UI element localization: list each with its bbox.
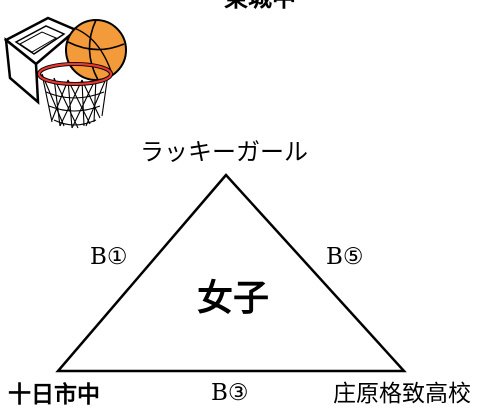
match-right-label: B⑤ bbox=[326, 244, 364, 270]
hoop-rim bbox=[37, 62, 113, 86]
hoop-net bbox=[41, 73, 109, 129]
team-bottom-right-label: 庄原格致高校 bbox=[333, 381, 471, 407]
match-bottom-label: B③ bbox=[211, 380, 249, 406]
team-bottom-left-label: 十日市中 bbox=[8, 381, 100, 408]
school-title: 東城中 bbox=[224, 0, 296, 10]
team-top-label: ラッキーガール bbox=[140, 138, 308, 166]
match-left-label: B① bbox=[90, 244, 128, 270]
category-label: 女子 bbox=[197, 277, 270, 319]
basketball-hoop-icon bbox=[3, 16, 127, 129]
backboard bbox=[3, 16, 79, 105]
